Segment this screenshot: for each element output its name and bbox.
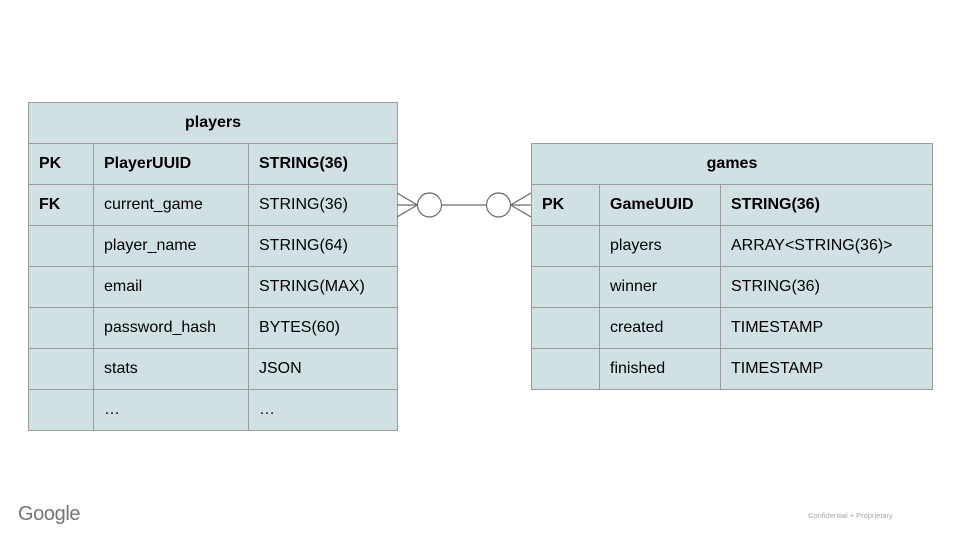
- key-cell: PK: [531, 184, 600, 226]
- type-cell: ARRAY<STRING(36)>: [719, 225, 934, 267]
- type-cell: STRING(36): [247, 184, 399, 226]
- field-cell: email: [93, 266, 249, 308]
- key-cell: [28, 266, 94, 308]
- key-cell: [28, 389, 94, 431]
- zero-circle-left-icon: [416, 192, 443, 218]
- games-table-title: games: [530, 143, 934, 185]
- field-cell: stats: [93, 348, 249, 390]
- field-cell: password_hash: [93, 307, 249, 349]
- type-cell: STRING(64): [247, 225, 399, 267]
- key-cell: [531, 266, 600, 308]
- type-cell: STRING(36): [719, 266, 934, 308]
- key-cell: [28, 225, 94, 267]
- field-cell: PlayerUUID: [93, 143, 249, 185]
- type-cell: STRING(MAX): [247, 266, 399, 308]
- key-cell: PK: [28, 143, 94, 185]
- type-cell: BYTES(60): [247, 307, 399, 349]
- key-cell: [531, 307, 600, 349]
- zero-circle-right-icon: [485, 192, 512, 218]
- relationship-connector: [397, 192, 531, 218]
- field-cell: players: [599, 225, 721, 267]
- field-cell: …: [93, 389, 249, 431]
- confidential-note: Confidential + Proprietary: [808, 511, 893, 520]
- type-cell: TIMESTAMP: [719, 307, 934, 349]
- field-cell: created: [599, 307, 721, 349]
- field-cell: winner: [599, 266, 721, 308]
- type-cell: TIMESTAMP: [719, 348, 934, 390]
- type-cell: STRING(36): [247, 143, 399, 185]
- type-cell: …: [247, 389, 399, 431]
- key-cell: [28, 348, 94, 390]
- type-cell: STRING(36): [719, 184, 934, 226]
- field-cell: finished: [599, 348, 721, 390]
- players-header-row: players: [27, 102, 399, 144]
- field-cell: current_game: [93, 184, 249, 226]
- crows-foot-right-icon: [510, 192, 531, 218]
- field-cell: GameUUID: [599, 184, 721, 226]
- players-table-title: players: [27, 102, 399, 144]
- key-cell: FK: [28, 184, 94, 226]
- key-cell: [28, 307, 94, 349]
- type-cell: JSON: [247, 348, 399, 390]
- google-logo: Google: [18, 503, 81, 525]
- crows-foot-left-icon: [397, 192, 418, 218]
- field-cell: player_name: [93, 225, 249, 267]
- key-cell: [531, 225, 600, 267]
- games-header-row: games: [530, 143, 934, 185]
- players-table-row: ……: [28, 389, 399, 431]
- key-cell: [531, 348, 600, 390]
